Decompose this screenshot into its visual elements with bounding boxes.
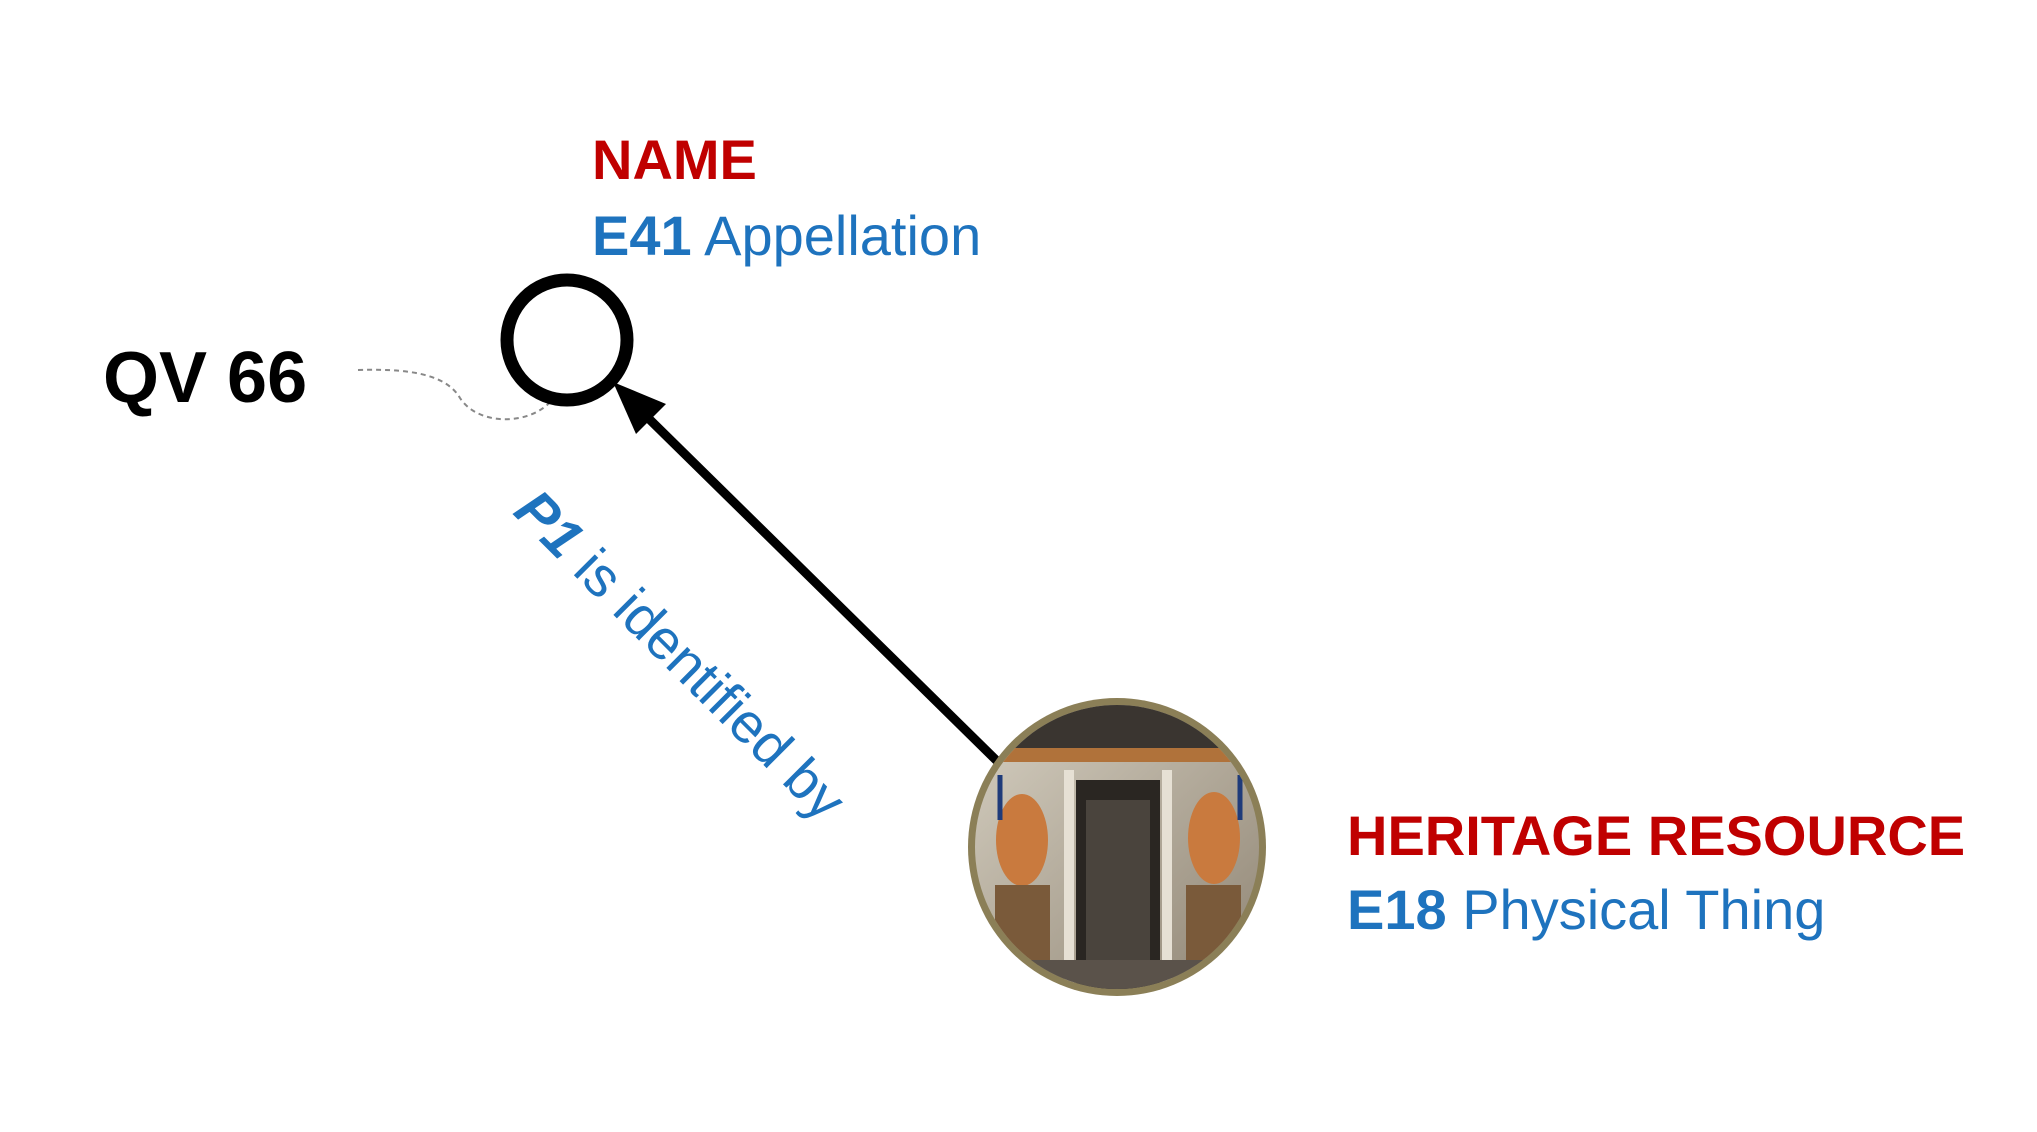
name-node-class-name: Appellation — [704, 204, 982, 267]
connector-arrow — [636, 406, 1004, 768]
value-leader-line — [357, 357, 562, 421]
instance-value-label: QV 66 — [103, 338, 308, 418]
name-node-class: E41 Appellation — [592, 208, 981, 264]
heritage-photo-node[interactable] — [960, 698, 1280, 1010]
heritage-node-title: HERITAGE RESOURCE — [1347, 804, 1966, 867]
heritage-node-class-name: Physical Thing — [1462, 878, 1826, 941]
appellation-node-circle[interactable] — [500, 273, 634, 407]
name-node-class-code: E41 — [592, 204, 692, 267]
arrowhead — [613, 382, 666, 434]
heritage-node-class-code: E18 — [1347, 878, 1447, 941]
name-node-title: NAME — [592, 128, 757, 191]
heritage-node-class: E18 Physical Thing — [1347, 882, 1825, 938]
